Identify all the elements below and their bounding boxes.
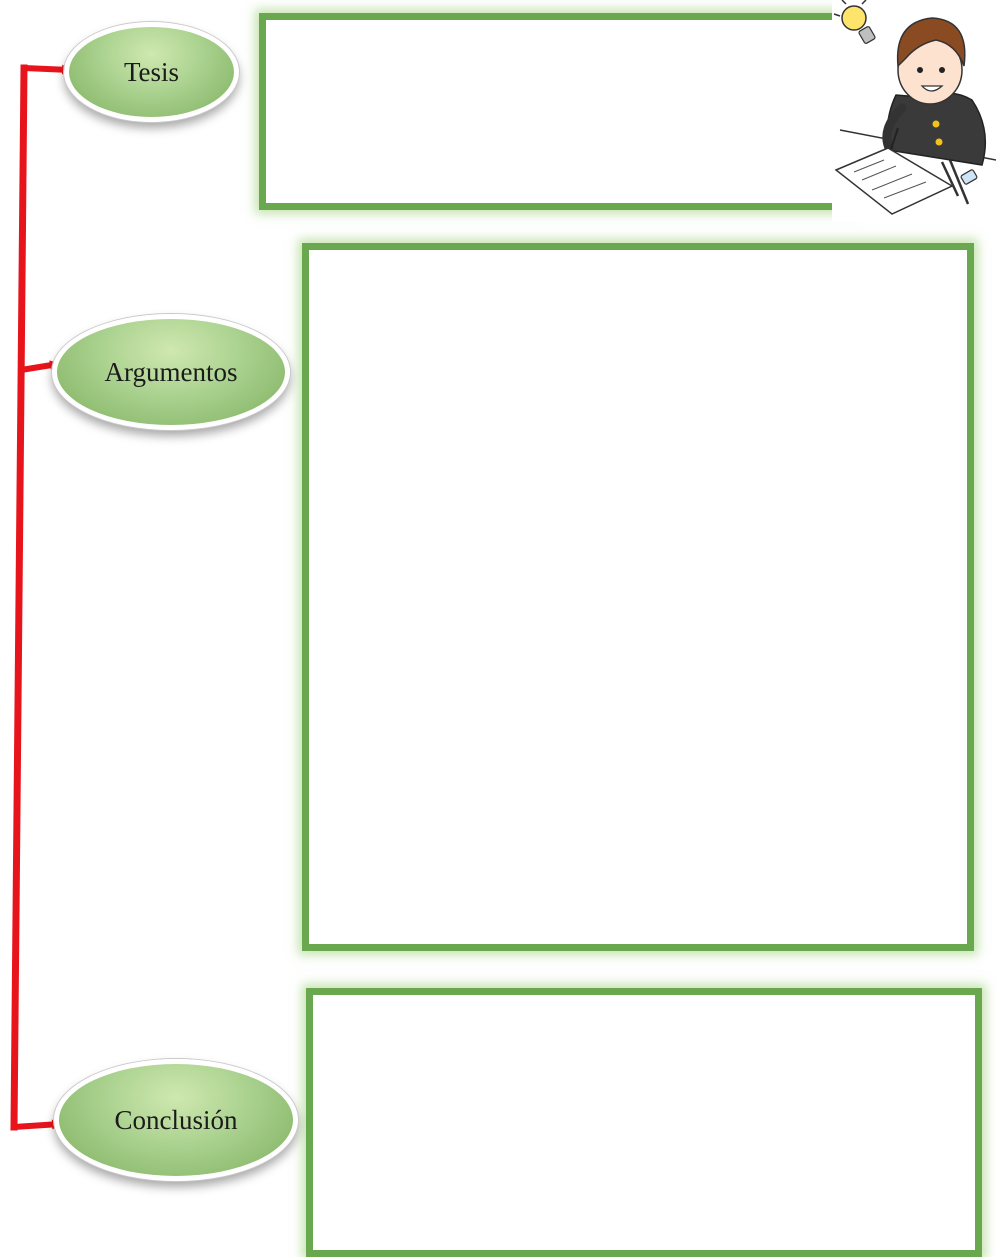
connector-spine bbox=[10, 64, 28, 1131]
student-writing-icon bbox=[832, 0, 996, 222]
argumentos-label: Argumentos bbox=[104, 356, 238, 387]
tesis-label: Tesis bbox=[123, 56, 180, 87]
arrow-to-argumentos bbox=[20, 360, 60, 373]
conclusion-answer-box[interactable] bbox=[306, 988, 982, 1257]
argumentos-node: Argumentos bbox=[52, 314, 290, 430]
tesis-node: Tesis bbox=[64, 22, 239, 122]
arrow-to-conclusion bbox=[13, 1119, 62, 1130]
conclusion-node: Conclusión bbox=[54, 1059, 298, 1181]
lightbulb-icon bbox=[833, 0, 876, 44]
conclusion-label: Conclusión bbox=[114, 1104, 238, 1135]
arrow-to-tesis bbox=[23, 64, 72, 75]
tesis-answer-box[interactable] bbox=[259, 13, 859, 210]
argumentos-answer-box[interactable] bbox=[302, 243, 974, 951]
